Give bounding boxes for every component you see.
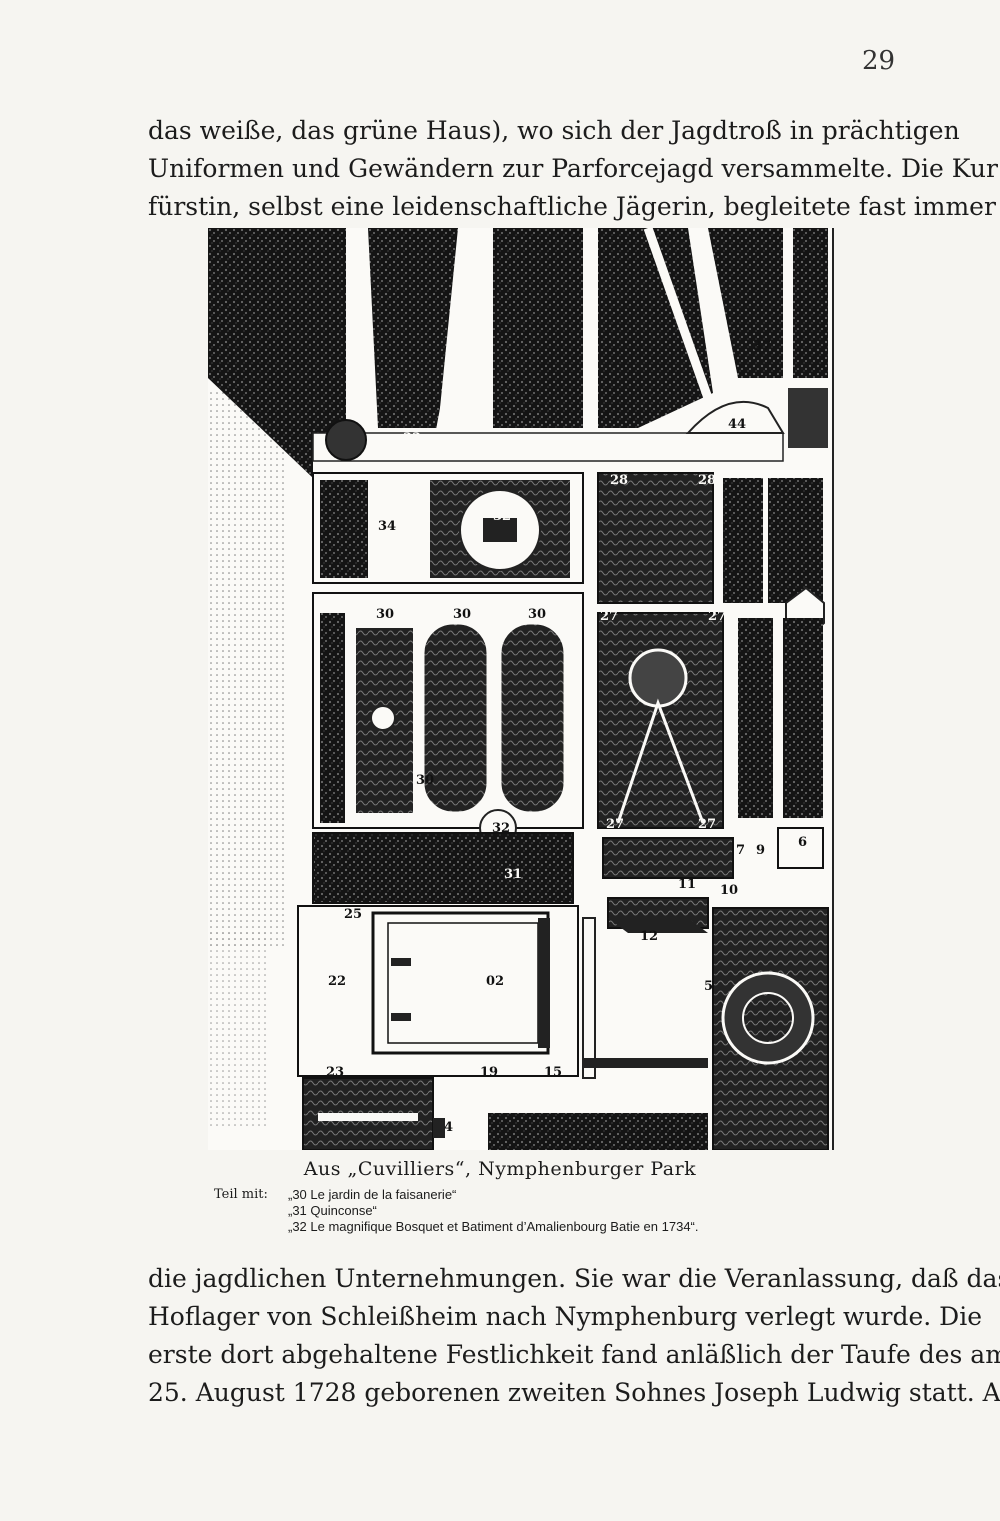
forest-block — [208, 228, 346, 478]
plan-label: 27 — [708, 609, 726, 624]
plan-label: 19 — [480, 1065, 498, 1080]
forest-block — [708, 228, 783, 378]
plan-label: 5 — [704, 979, 713, 994]
plan-label: 27 — [698, 817, 716, 832]
plan-label: 33 — [403, 431, 421, 446]
caption-note-row: „32 Le magnifique Bosquet et Batiment d’… — [214, 1219, 894, 1235]
plan-label: 25 — [344, 907, 362, 922]
plan-label: 30 — [453, 607, 471, 622]
meadow-stipple — [208, 388, 288, 948]
plan-label: 32 — [493, 509, 511, 524]
caption-note-row: Teil mit: „30 Le jardin de la faisanerie… — [214, 1187, 894, 1203]
plan-label: 23 — [326, 1065, 344, 1080]
figure-caption-notes: Teil mit: „30 Le jardin de la faisanerie… — [214, 1187, 894, 1235]
caption-note-label: Teil mit: — [214, 1187, 268, 1202]
plan-label: 15 — [544, 1065, 562, 1080]
forest-block — [788, 388, 828, 448]
plan-label: 6 — [798, 835, 807, 850]
forest-block — [793, 228, 828, 378]
plan-label: 4 — [444, 1120, 453, 1135]
plan-label: 11 — [678, 877, 696, 892]
plan-label: 30 — [376, 607, 394, 622]
plan-label: 10 — [720, 883, 738, 898]
plan-label: 30 — [416, 773, 434, 788]
text-line: das weiße, das grüne Haus), wo sich der … — [148, 116, 960, 145]
plan-label: 7 — [736, 843, 745, 858]
plan-label: 44 — [728, 417, 746, 432]
plan-label: 12 — [640, 929, 658, 944]
caption-note: „30 Le jardin de la faisanerie“ — [288, 1187, 457, 1202]
plan-label: 02 — [486, 974, 504, 989]
plan-label: 28 — [610, 473, 628, 488]
figure-caption-title: Aus „Cuvilliers“, Nymphenburger Park — [303, 1158, 697, 1180]
plan-label: 9 — [756, 843, 765, 858]
text-line: die jagdlichen Unternehmungen. Sie war d… — [148, 1264, 1000, 1293]
plan-label: 37 — [753, 339, 771, 354]
plan-label: 27 — [606, 817, 624, 832]
plan-label: 22 — [328, 974, 346, 989]
top-paragraph: das weiße, das grüne Haus), wo sich der … — [148, 112, 1000, 226]
page-number: 29 — [862, 46, 896, 76]
text-line: erste dort abgehaltene Festlichkeit fand… — [148, 1340, 1000, 1369]
garden-plan-engraving: 37 44 33 34 32 32 30 30 30 30 31 28 28 2… — [208, 228, 834, 1150]
caption-note: „32 Le magnifique Bosquet et Batiment d’… — [288, 1219, 699, 1234]
forest-block — [598, 228, 713, 428]
caption-note-row: „31 Quinconse“ — [214, 1203, 894, 1219]
bottom-paragraph: die jagdlichen Unternehmungen. Sie war d… — [148, 1260, 1000, 1412]
caption-note: „31 Quinconse“ — [288, 1203, 377, 1218]
forest-block — [368, 228, 458, 428]
text-line: Hoflager von Schleißheim nach Nymphenbur… — [148, 1302, 983, 1331]
garden-plan-drawing: 37 44 33 34 32 32 30 30 30 30 31 28 28 2… — [208, 228, 829, 1150]
plan-label: 28 — [698, 473, 716, 488]
plan-label: 27 — [600, 609, 618, 624]
text-line: fürstin, selbst eine leidenschaftliche J… — [148, 192, 996, 221]
plan-label: 30 — [528, 607, 546, 622]
plan-label: 32 — [492, 821, 510, 836]
text-line: Uniformen und Gewändern zur Parforcejagd… — [148, 154, 1000, 183]
plan-label: 34 — [378, 519, 396, 534]
forest-block — [493, 228, 583, 428]
plan-label: 31 — [504, 867, 522, 882]
meadow-stipple — [208, 928, 268, 1128]
text-line: 25. August 1728 geborenen zweiten Sohnes… — [148, 1378, 1000, 1407]
